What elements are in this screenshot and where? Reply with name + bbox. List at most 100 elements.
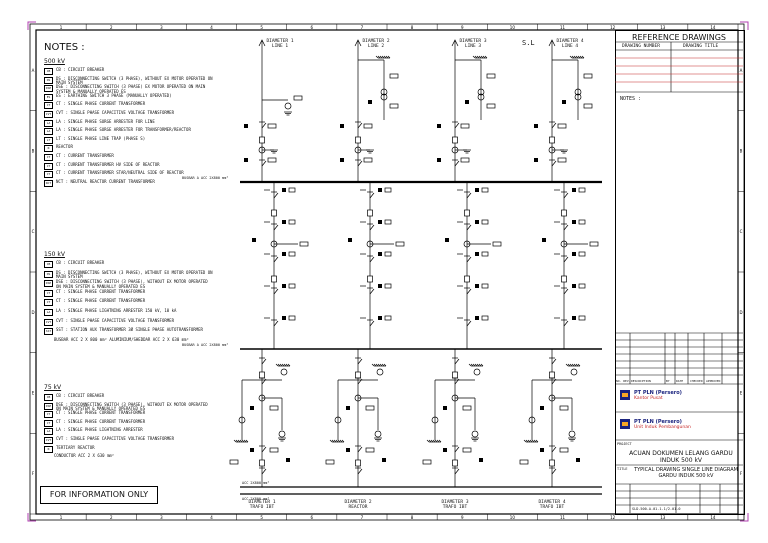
grid-number-bottom: 2 <box>110 515 113 520</box>
revision-header-cell: NO. REV. <box>616 379 631 383</box>
busbar-75a-label: ACC 2X800 mm² <box>242 481 270 485</box>
legend-symbol-icon: CVT <box>44 111 53 118</box>
drawing-title-header: DRAWING TITLE <box>683 44 719 49</box>
for-information-only-stamp: FOR INFORMATION ONLY <box>40 486 158 504</box>
note-text: NCT : NEUTRAL REACTOR CURRENT TRANSFORME… <box>56 178 155 184</box>
note-text: CT : SINGLE PHASE CURRENT TRANSFORMER <box>56 410 146 416</box>
top-feeder-label: DIAMETER 2 LINE 2 <box>362 39 390 49</box>
legend-symbol-icon: LA <box>44 128 53 136</box>
legend-symbol-icon: LA <box>44 309 53 316</box>
revision-header-cell: DATE <box>676 379 684 383</box>
note-text: CT : CURRENT TRANSFORMER HV SIDE OF REAC… <box>56 161 160 167</box>
company-unit-2: Unit Induk Pembangunan <box>634 425 691 430</box>
grid-number-top: 13 <box>660 25 666 30</box>
note-text: ES : EARTHING SWITCH 3 PHASE (MANUALLY O… <box>56 92 172 98</box>
crop-marks <box>27 21 749 522</box>
note-item: BUSBAR ACC 2 X 800 mm² ALUMINIUM/SHEDDAR… <box>44 337 214 343</box>
sl-label: S.L <box>522 39 535 47</box>
legend-symbol-icon: CT <box>44 162 53 170</box>
drawing-number: SLD-500-A-01-1-1/2-01-0 <box>632 507 681 511</box>
grid-number-bottom: 13 <box>660 515 666 520</box>
revision-header-cell: BY <box>666 379 670 383</box>
legend-symbol-icon: ES <box>44 93 53 101</box>
legend-symbol-icon: NCT <box>44 179 53 187</box>
legend-symbol-icon: DS <box>44 76 53 84</box>
legend-symbol-icon: DSE <box>44 402 53 410</box>
legend-symbol-icon: CB <box>44 261 53 268</box>
legend-symbol-icon: CT <box>44 411 53 419</box>
notes-section-heading: 500 kV <box>44 58 65 65</box>
project-name: ACUAN DOKUMEN LELANG GARDU INDUK 500 kV <box>629 450 733 464</box>
legend-symbol-icon: SST <box>44 328 53 336</box>
grid-number-top: 9 <box>461 25 464 30</box>
bottom-feeder-label: DIAMETER 1 TRAFO IBT <box>248 500 276 510</box>
revision-header-cell: DESCRIPTION <box>631 379 651 383</box>
note-text: CT : CURRENT TRANSFORMER STAR/NEUTRAL SI… <box>56 170 184 176</box>
title-label: TITLE <box>617 467 628 471</box>
grid-number-bottom: 7 <box>361 515 364 520</box>
legend-symbol-icon: DSE <box>44 280 53 288</box>
grid-letter-left: A <box>32 68 35 73</box>
grid-letter-left: E <box>32 391 35 396</box>
drawing-number-header: DRAWING NUMBER <box>622 44 660 49</box>
grid-number-top: 1 <box>60 25 63 30</box>
grid-number-bottom: 12 <box>610 515 616 520</box>
reference-drawings-title: REFERENCE DRAWINGS <box>631 33 726 42</box>
grid-letter-left: C <box>32 229 35 234</box>
top-feeder-label: DIAMETER 3 LINE 3 <box>459 39 487 49</box>
revision-header-cell: CHECKED <box>690 379 703 383</box>
legend-symbol-icon: LA <box>44 119 53 127</box>
notes-section-heading: 150 kV <box>44 251 65 258</box>
legend-symbol-icon: LT <box>44 136 53 144</box>
legend-symbol-icon: R <box>44 445 53 453</box>
grid-number-top: 2 <box>110 25 113 30</box>
legend-symbol-icon: CVT <box>44 437 53 444</box>
note-text: DSE : DISCONNECTING SWITCH (3 PHASE) EX … <box>56 84 206 94</box>
grid-letter-right: B <box>740 149 743 154</box>
grid-letter-left: D <box>31 310 34 315</box>
note-text: CONDUCTOR ACC 2 X 630 mm² <box>54 453 115 459</box>
grid-number-top: 8 <box>411 25 414 30</box>
note-text: CT : CURRENT TRANSFORMER <box>56 153 114 158</box>
note-text: LA : SINGLE PHASE LIGHTNING ARRESTER <box>56 427 143 433</box>
note-text: LT : SINGLE PHASE LINE TRAP (PHASE S) <box>56 135 146 141</box>
note-text: CVT : SINGLE PHASE CAPACITIVE VOLTAGE TR… <box>56 110 175 115</box>
note-text: CB : CIRCUIT BREAKER <box>56 67 105 72</box>
note-item: CONDUCTOR ACC 2 X 630 mm² <box>44 454 214 459</box>
grid-number-top: 4 <box>210 25 213 30</box>
note-text: SST : STATION AUX TRANSFORMER 3Ø SINGLE … <box>56 327 203 333</box>
note-text: CB : CIRCUIT BREAKER <box>56 393 105 398</box>
legend-symbol-icon: LA <box>44 428 53 436</box>
drawing-title: TYPICAL DRAWING SINGLE LINE DIAGRAM GARD… <box>634 467 738 479</box>
note-text: CT : SINGLE PHASE CURRENT TRANSFORMER <box>56 298 146 304</box>
grid-letter-right: A <box>740 68 743 73</box>
grid-number-bottom: 3 <box>160 515 163 520</box>
grid-letter-right: D <box>739 310 742 315</box>
project-label: PROJECT <box>617 442 632 446</box>
notes-title: NOTES : <box>44 42 85 53</box>
grid-number-top: 11 <box>560 25 566 30</box>
grid-number-top: 5 <box>260 25 263 30</box>
title-block <box>615 30 745 515</box>
grid-letter-right: F <box>740 471 743 476</box>
grid-number-bottom: 14 <box>710 515 716 520</box>
note-text: TERTIARY REACTOR <box>56 444 95 450</box>
grid-number-top: 12 <box>610 25 616 30</box>
bottom-feeder-label: DIAMETER 4 TRAFO IBT <box>538 500 566 510</box>
note-text: REACTOR <box>56 144 73 150</box>
note-text: CB : CIRCUIT BREAKER <box>56 260 105 265</box>
legend-symbol-icon: CVT <box>44 318 53 326</box>
